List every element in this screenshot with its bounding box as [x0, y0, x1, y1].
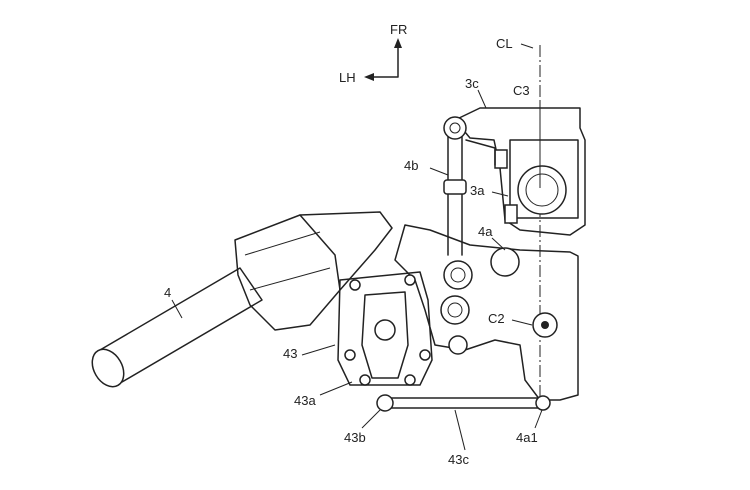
lower-bolt — [448, 335, 468, 355]
handle-4 — [91, 211, 393, 388]
link-joint-4a1 — [535, 395, 551, 411]
label-4a1: 4a1 — [516, 430, 538, 445]
upper-washer-outer — [443, 260, 473, 290]
lower-washer-inner — [447, 302, 463, 318]
bracket-bolt-5 — [359, 374, 371, 386]
leader-lines — [171, 89, 543, 451]
pivot-c3-inner — [525, 173, 559, 207]
label-43: 43 — [283, 346, 297, 361]
label-4b: 4b — [404, 158, 418, 173]
leader-3a — [491, 191, 509, 197]
pivot-c2-center — [541, 321, 549, 329]
tie-rod-bracket — [465, 139, 496, 166]
leader-43 — [301, 344, 336, 356]
tie-rod-4b — [443, 116, 496, 256]
handle-end-cap — [91, 348, 125, 388]
handle-knob-body — [234, 214, 341, 331]
bracket-bolt-4 — [419, 349, 431, 361]
link-joint-43b — [376, 394, 394, 412]
handle-shaft — [99, 267, 263, 383]
lower-frame-plate — [394, 224, 579, 401]
label-3c: 3c — [465, 76, 479, 91]
label-43c: 43c — [448, 452, 469, 467]
leader-43b — [361, 409, 381, 429]
bracket-43 — [337, 271, 433, 386]
tie-rod-upper-pin — [449, 122, 461, 134]
label-cl: CL — [496, 36, 513, 51]
pivot-c3-outer — [517, 165, 567, 215]
label-4a: 4a — [478, 224, 493, 239]
handle-collar — [299, 211, 393, 291]
bracket-bolt-6 — [404, 374, 416, 386]
bracket-43-lever — [361, 291, 409, 379]
fr-arrowhead — [394, 38, 402, 48]
direction-indicator — [364, 38, 402, 81]
direction-arrow-lines — [369, 41, 399, 78]
leader-43a — [319, 381, 353, 396]
bolt-head-lower — [504, 204, 518, 224]
cl-leader — [520, 43, 534, 49]
bracket-bolt-1 — [349, 279, 361, 291]
lh-arrowhead — [364, 73, 374, 81]
tie-rod-upper-joint — [443, 116, 467, 140]
leader-4b — [429, 167, 449, 176]
label-fr: FR — [390, 22, 407, 37]
label-c3: C3 — [513, 83, 530, 98]
bracket-43-plate — [337, 271, 433, 386]
leader-c2 — [511, 319, 533, 326]
bracket-bolt-2 — [404, 274, 416, 286]
label-c2: C2 — [488, 311, 505, 326]
lower-washer-outer — [440, 295, 470, 325]
bolt-head-upper — [494, 149, 508, 169]
label-lh: LH — [339, 70, 356, 85]
upper-washer-inner — [450, 267, 466, 283]
pivot-4a — [490, 247, 520, 277]
leader-4a — [491, 237, 506, 251]
lever-pivot — [374, 319, 396, 341]
tie-rod-adjuster — [443, 179, 467, 195]
leader-4 — [171, 299, 183, 319]
label-3a: 3a — [470, 183, 485, 198]
pivot-housing-c3 — [509, 139, 579, 219]
leader-3c — [477, 89, 487, 109]
label-43b: 43b — [344, 430, 366, 445]
link-rod-43c — [384, 397, 541, 409]
handle-knob-ridges — [244, 231, 331, 291]
upper-bracket — [454, 107, 586, 236]
leader-4a1 — [534, 409, 543, 429]
leader-43c — [454, 409, 466, 451]
label-43a: 43a — [294, 393, 316, 408]
bracket-bolt-3 — [344, 349, 356, 361]
label-4: 4 — [164, 285, 171, 300]
